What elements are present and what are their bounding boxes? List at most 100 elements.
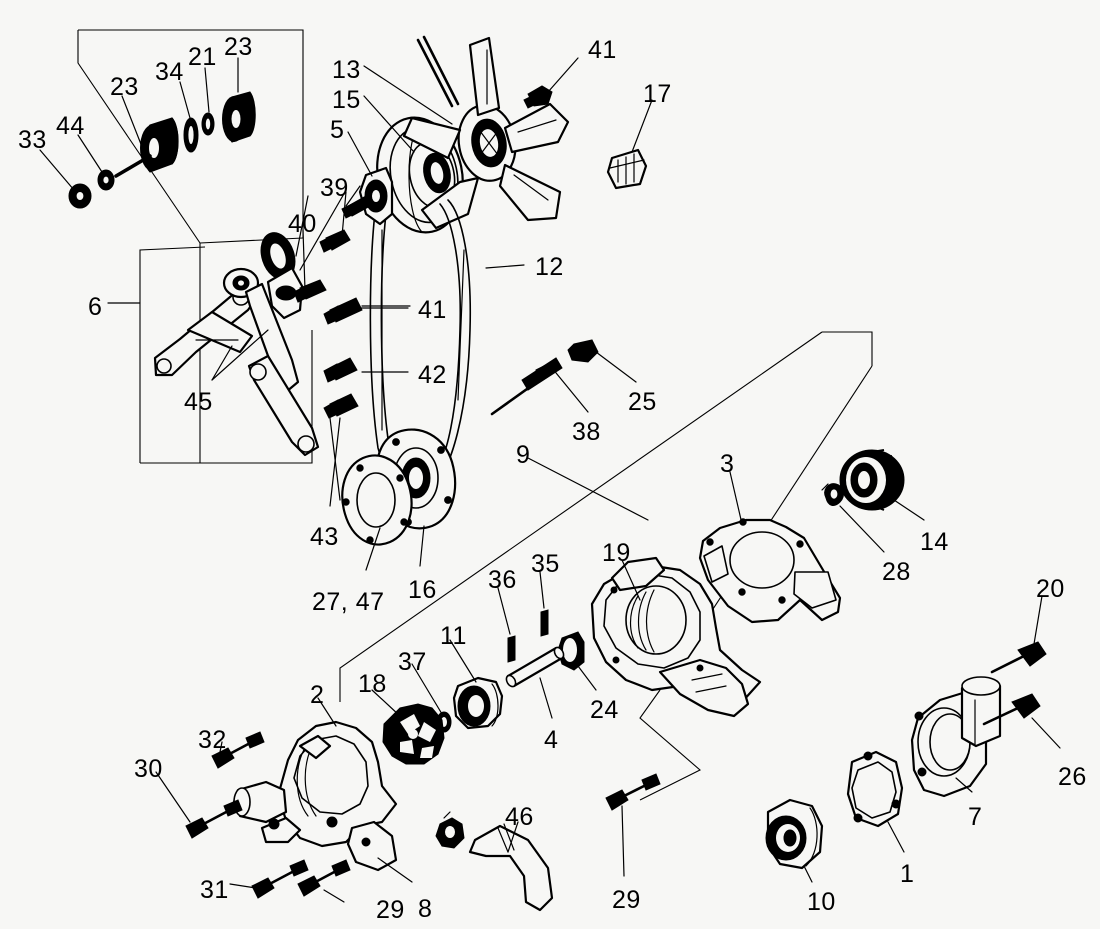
leader-20 — [1033, 595, 1043, 645]
leaders-14-28 — [839, 499, 925, 553]
callout-37: 37 — [398, 648, 427, 676]
callout-10: 10 — [807, 888, 836, 916]
callout-2: 2 — [310, 681, 325, 709]
leader-17 — [631, 99, 653, 153]
callout-23-b: 23 — [224, 33, 253, 61]
part-30-bolt — [185, 799, 243, 839]
part-10-plug — [765, 798, 824, 870]
callout-29-b: 29 — [612, 886, 641, 914]
callout-30: 30 — [134, 755, 163, 783]
callout-27-47: 27, 47 — [312, 588, 385, 616]
leader-18 — [371, 689, 401, 717]
callout-41-a: 41 — [588, 36, 617, 64]
leaders-topleft — [39, 57, 239, 191]
leader-9 — [527, 457, 649, 521]
leader-41-top — [547, 57, 579, 93]
callout-42: 42 — [418, 361, 447, 389]
callout-34: 34 — [155, 58, 184, 86]
leader-8 — [377, 857, 413, 883]
leader-30 — [155, 771, 191, 823]
part-14-gear — [839, 449, 905, 511]
leader-37 — [411, 663, 443, 715]
callout-3: 3 — [720, 450, 735, 478]
leader-12 — [485, 264, 525, 269]
callout-28: 28 — [882, 558, 911, 586]
leader-24 — [577, 665, 597, 691]
leader-35 — [539, 571, 545, 609]
fan-and-pulley — [376, 35, 570, 234]
part-17-clip — [606, 148, 648, 190]
part-3-gasket — [698, 518, 842, 624]
callout-14: 14 — [920, 528, 949, 556]
callout-31: 31 — [200, 876, 229, 904]
part-41-bolt-top — [523, 85, 553, 109]
part-39-bolt — [319, 229, 351, 253]
callout-25: 25 — [628, 388, 657, 416]
callout-29-a: 29 — [376, 896, 405, 924]
callout-11: 11 — [440, 622, 467, 650]
part-40-bolt — [293, 279, 327, 303]
leaders-bolts — [302, 191, 409, 507]
leader-19 — [621, 559, 641, 601]
callout-40: 40 — [288, 210, 317, 238]
part-28-snap-ring — [821, 483, 844, 506]
callout-15: 15 — [332, 86, 361, 114]
part-42-bolt — [323, 357, 358, 383]
part-43-bolt — [323, 393, 359, 419]
callout-7: 7 — [968, 803, 983, 831]
part-27-47-gasket — [341, 454, 413, 546]
callout-38: 38 — [572, 418, 601, 446]
part-23-bearing-large — [140, 117, 179, 173]
part-18-impeller — [382, 703, 445, 765]
callout-26: 26 — [1058, 763, 1087, 791]
callout-18: 18 — [358, 670, 387, 698]
leaders-idler — [211, 191, 346, 501]
part-34-spacer — [183, 117, 199, 153]
part-19-pump-housing — [590, 556, 762, 718]
leader-26 — [1031, 717, 1061, 749]
callout-19: 19 — [602, 539, 631, 567]
callout-5: 5 — [330, 116, 345, 144]
part-32-bolt — [211, 731, 265, 769]
leader-29b — [621, 805, 625, 877]
part-38-shaft — [490, 357, 563, 416]
callout-41-b: 41 — [418, 296, 447, 324]
callout-43: 43 — [310, 523, 339, 551]
callout-45: 45 — [184, 388, 213, 416]
leaders-flange — [365, 525, 425, 571]
part-20-bolt — [990, 641, 1047, 674]
callout-13: 13 — [332, 56, 361, 84]
group-box-6 — [77, 29, 313, 464]
callout-9: 9 — [516, 441, 531, 469]
leader-5 — [347, 131, 373, 177]
part-41-bolt-mid — [323, 297, 363, 325]
callout-46: 46 — [505, 803, 534, 831]
callout-6: 6 — [88, 293, 103, 321]
callout-8: 8 — [418, 895, 433, 923]
part-4-shaft — [505, 646, 565, 688]
leader-46 — [507, 821, 519, 853]
leader-11 — [449, 639, 477, 683]
callout-1: 1 — [900, 860, 915, 888]
leader-10 — [803, 865, 813, 883]
callout-23-a: 23 — [110, 73, 139, 101]
part-1-gasket — [846, 750, 904, 828]
callout-35: 35 — [531, 550, 560, 578]
callout-32: 32 — [198, 726, 227, 754]
leaders-13-15 — [345, 65, 453, 207]
callout-4: 4 — [544, 726, 559, 754]
part-24-seal — [557, 631, 585, 671]
callout-20: 20 — [1036, 575, 1065, 603]
leader-36 — [497, 587, 511, 635]
part-2-pump-body — [232, 720, 398, 872]
callout-12: 12 — [535, 253, 564, 281]
part-31-bolt — [251, 859, 309, 899]
callout-21: 21 — [188, 43, 217, 71]
leader-7 — [955, 777, 973, 793]
leader-31 — [229, 883, 257, 889]
callout-39: 39 — [320, 174, 349, 202]
bolts-column — [293, 229, 363, 419]
callout-36: 36 — [488, 566, 517, 594]
leader-32 — [219, 741, 223, 753]
